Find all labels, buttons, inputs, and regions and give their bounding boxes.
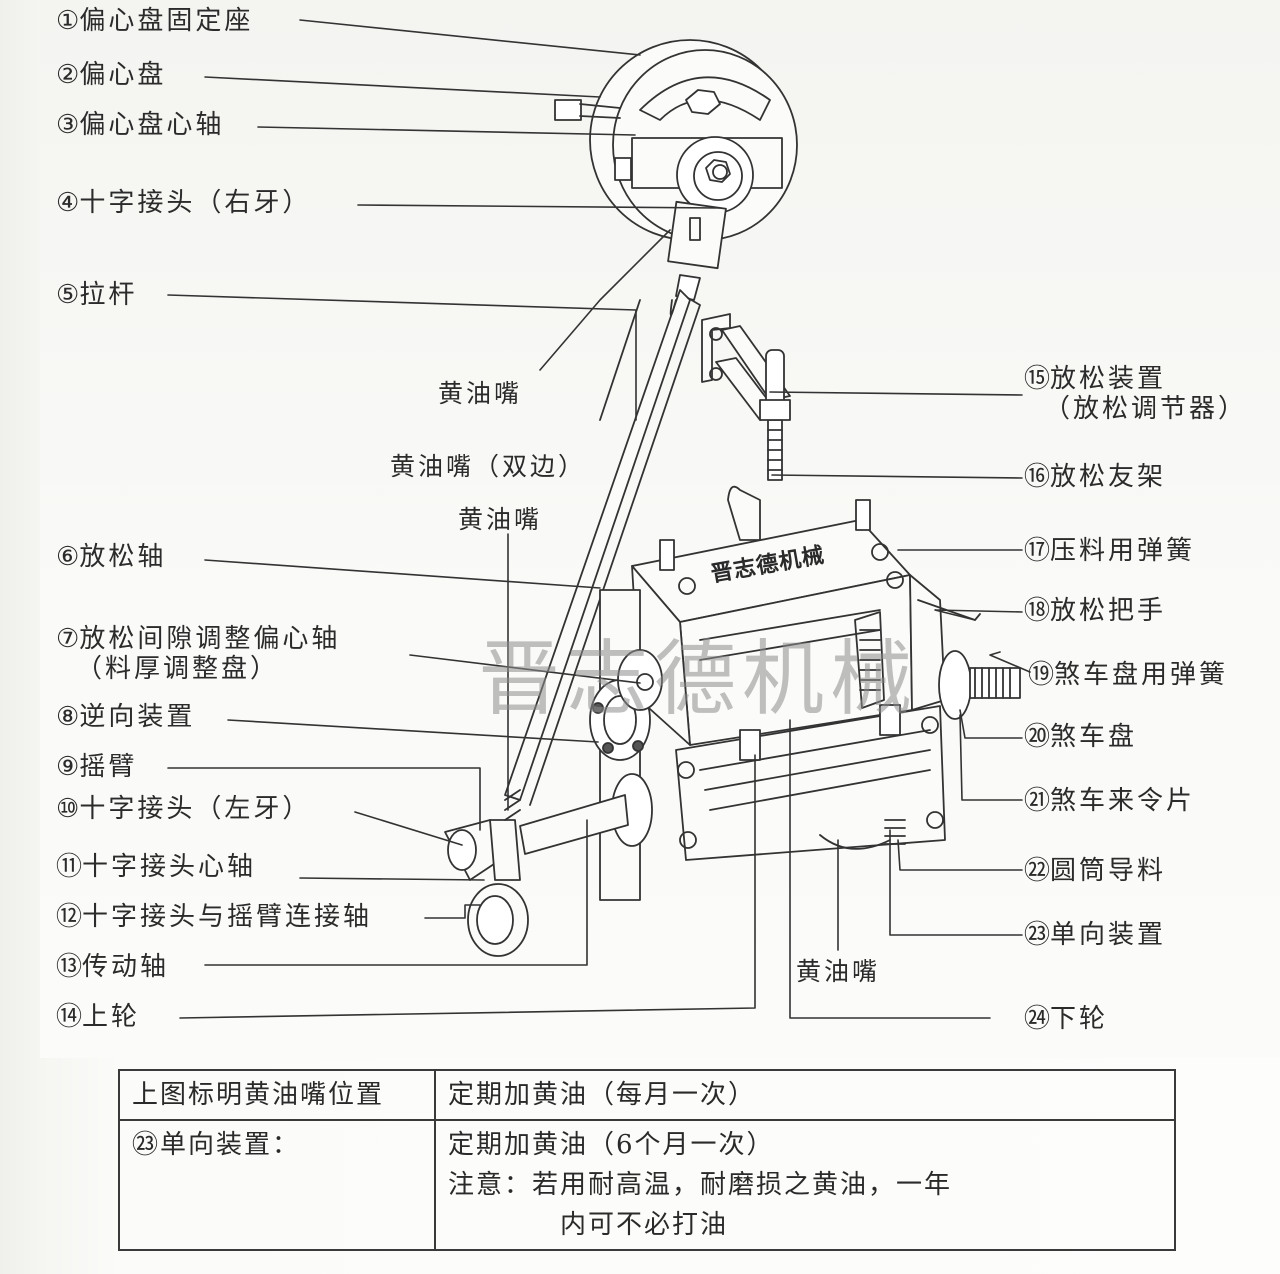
table-cell-instruction: 定期加黄油（6个月一次） 注意：若用耐高温，耐磨损之黄油，一年 内可不必打油 [434, 1119, 1176, 1251]
part-label-7: ⑦放松间隙调整偏心轴（料厚调整盘） [56, 624, 341, 684]
grease-nipple-label-bottom: 黄油嘴 [796, 957, 881, 986]
leader-lines [167, 19, 1031, 1019]
table-cell-instruction: 定期加黄油（每月一次） [434, 1069, 1176, 1121]
eccentric-disc-assembly [554, 39, 798, 301]
part-label-11: ⑪十字接头心轴 [56, 852, 257, 882]
release-adjuster [701, 313, 791, 541]
part-label-4: ④十字接头（右牙） [56, 188, 312, 218]
feeder-body [589, 499, 1021, 901]
drive-shaft-rocker [444, 789, 629, 957]
part-label-8: ⑧逆向装置 [56, 702, 196, 732]
table-cell-location: 上图标明黄油嘴位置 [118, 1069, 436, 1121]
part-label-15: ⑮放松装置（放松调节器） [1024, 364, 1248, 424]
part-label-22: ㉒圆筒导料 [1024, 856, 1167, 886]
part-label-23: ㉓单向装置 [1024, 920, 1167, 950]
table-cell-location: ㉓单向装置： [118, 1119, 436, 1251]
part-label-18: ⑱放松把手 [1024, 596, 1167, 626]
part-label-20: ⑳煞车盘 [1024, 722, 1138, 752]
part-label-1: ①偏心盘固定座 [56, 6, 254, 36]
part-label-24: ㉔下轮 [1024, 1004, 1109, 1034]
part-label-17: ⑰压料用弹簧 [1024, 536, 1196, 566]
mechanism-drawing [167, 19, 1031, 1019]
note-text: 注意：若用耐高温，耐磨损之黄油，一年 [448, 1170, 953, 1200]
part-label-3: ③偏心盘心轴 [56, 110, 225, 140]
part-label-16: ⑯放松友架 [1024, 462, 1167, 492]
part-label-13: ⑬传动轴 [56, 952, 170, 982]
table-row: ㉓单向装置： 定期加黄油（6个月一次） 注意：若用耐高温，耐磨损之黄油，一年 内… [118, 1119, 1176, 1251]
part-label-5: ⑤拉杆 [56, 280, 138, 310]
note-text-continued: 内可不必打油 [560, 1210, 729, 1240]
part-label-12: ⑫十字接头与摇臂连接轴 [56, 902, 373, 932]
lubrication-table: 上图标明黄油嘴位置 定期加黄油（每月一次） ㉓单向装置： 定期加黄油（6个月一次… [118, 1069, 1176, 1251]
part-label-10: ⑩十字接头（左牙） [56, 794, 312, 824]
grease-nipple-label-rod: 黄油嘴 [438, 379, 523, 408]
part-label-19: ⑲煞车盘用弹簧 [1028, 660, 1229, 690]
part-label-2: ②偏心盘 [56, 60, 167, 90]
instruction-text: 定期加黄油（6个月一次） [448, 1130, 775, 1160]
part-label-14: ⑭上轮 [56, 1002, 141, 1032]
table-row: 上图标明黄油嘴位置 定期加黄油（每月一次） [118, 1069, 1176, 1121]
grease-nipple-label-double: 黄油嘴（双边） [390, 452, 587, 481]
part-label-9: ⑨摇臂 [56, 752, 138, 782]
part-label-6: ⑥放松轴 [56, 542, 167, 572]
part-label-21: ㉑煞车来令片 [1024, 786, 1196, 816]
grease-nipple-label-lower-rod: 黄油嘴 [458, 505, 543, 534]
